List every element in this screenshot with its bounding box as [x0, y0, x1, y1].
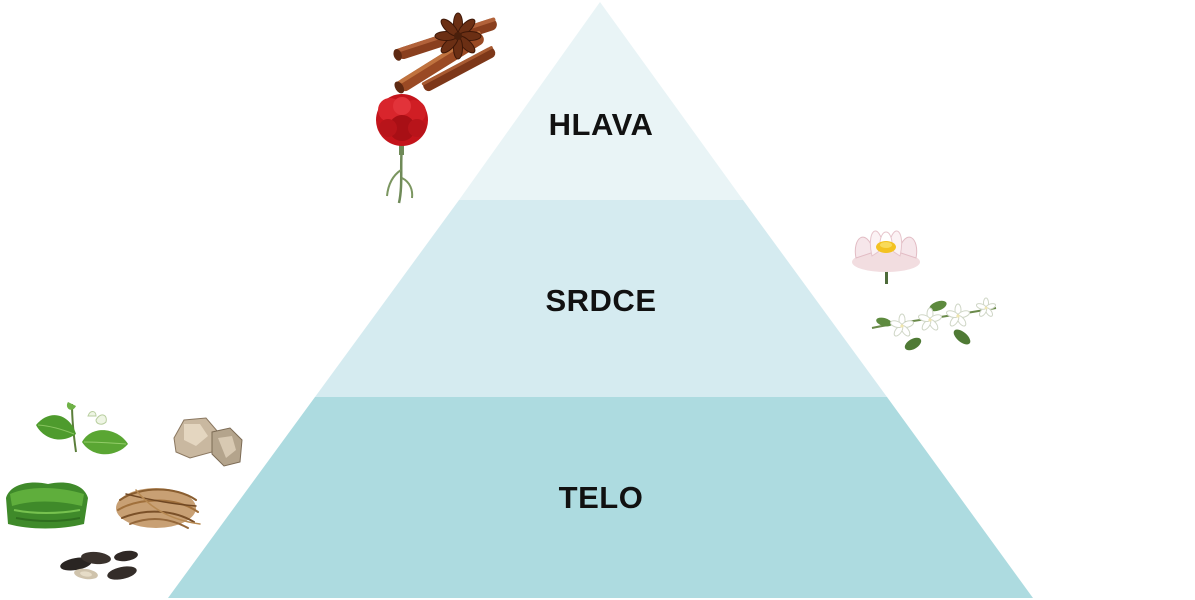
tier-label-bottom: TELO: [559, 480, 644, 515]
resin-icon: [173, 417, 243, 467]
cinnamon-star-anise-icon: [393, 12, 497, 94]
pyramid-tier-top: [459, 2, 743, 200]
pyramid-tier-bottom: [168, 397, 1033, 598]
moss-icon: [6, 482, 88, 529]
carnation-icon: [376, 94, 428, 204]
tier-label-top: HLAVA: [549, 107, 654, 142]
water-lily-icon: [852, 230, 920, 284]
jasmine-icon: [871, 297, 997, 351]
tier-label-middle: SRDCE: [545, 283, 656, 318]
vetiver-root-icon: [116, 488, 201, 529]
tea-leaves-icon: [36, 402, 128, 455]
tonka-bean-icon: [60, 550, 138, 580]
pyramid-tier-middle: [315, 200, 887, 397]
